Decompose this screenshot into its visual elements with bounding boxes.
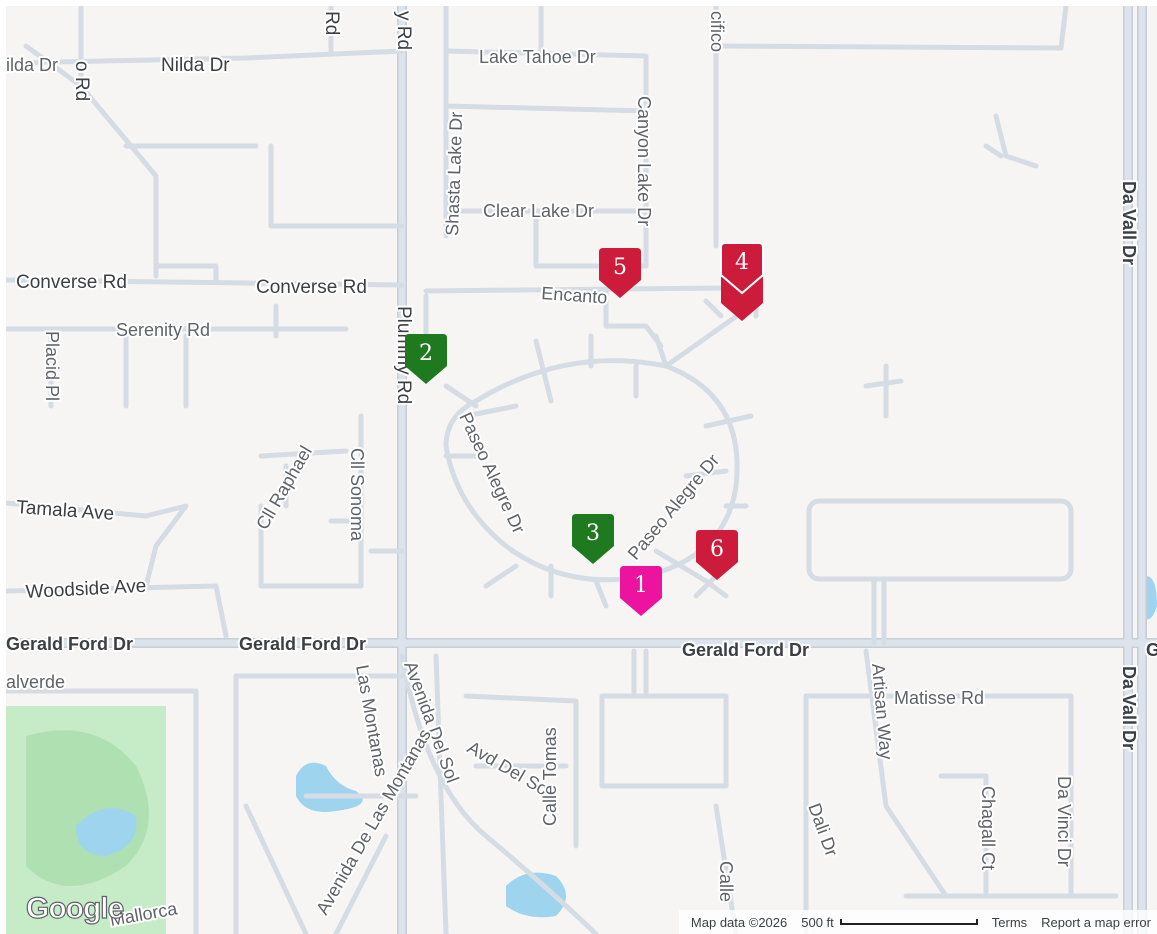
marker-pin-icon	[696, 530, 738, 580]
street-label: Cll Sonoma	[347, 448, 367, 542]
marker-pin-icon	[405, 334, 447, 384]
marker-pin-icon	[620, 566, 662, 616]
street-label: Calle	[716, 861, 736, 902]
street-label: y Rd	[393, 11, 414, 50]
terms-link[interactable]: Terms	[991, 914, 1028, 930]
pond-icon	[296, 762, 363, 812]
map-marker-5[interactable]: 5	[597, 248, 643, 300]
lake-icon	[76, 808, 137, 856]
marker-number: 1	[634, 573, 648, 598]
street-label: Nilda Dr	[161, 55, 230, 76]
map-canvas[interactable]: ilda Dr Nilda Dr o Rd Rd y Rd Lake Tahoe…	[6, 6, 1157, 934]
street-label: ilda Dr	[6, 55, 58, 75]
street-label: Serenity Rd	[116, 320, 210, 340]
map-marker-1[interactable]: 1	[618, 566, 664, 618]
street-label: Converse Rd	[16, 272, 127, 293]
street-label: Gerald Ford Dr	[6, 634, 133, 654]
map-data-attribution: Map data ©2026	[690, 914, 788, 930]
roads-major	[6, 6, 1157, 934]
map-marker-6[interactable]: 6	[694, 530, 740, 582]
marker-pin-icon	[572, 514, 614, 564]
scale-label: 500 ft	[801, 914, 834, 930]
map-marker-2[interactable]: 2	[403, 334, 449, 386]
map-marker-4[interactable]: 4	[719, 243, 765, 323]
street-label: Placid Pl	[42, 331, 62, 401]
street-label: o Rd	[71, 61, 92, 101]
street-label: Chagall Ct	[978, 786, 998, 870]
scale-bar	[839, 919, 978, 925]
attribution-bar: Map data ©2026 500 ft Terms Report a map…	[678, 910, 1157, 934]
map-marker-3[interactable]: 3	[570, 514, 616, 566]
street-label: Da Vinci Dr	[1054, 776, 1074, 867]
street-label: Canyon Lake Dr	[634, 96, 654, 226]
street-label: Da Vall Dr	[1119, 666, 1139, 750]
street-label: G	[1146, 640, 1157, 660]
marker-number: 5	[613, 255, 627, 280]
marker-pin-icon	[599, 248, 641, 298]
marker-number: 2	[419, 341, 433, 366]
street-label: alverde	[6, 672, 65, 692]
street-label: Da Vall Dr	[1119, 181, 1139, 265]
marker-number: 4	[735, 250, 749, 275]
map-base: ilda Dr Nilda Dr o Rd Rd y Rd Lake Tahoe…	[6, 6, 1157, 934]
marker-number: 3	[586, 521, 600, 546]
roads-minor	[6, 6, 1119, 934]
street-label: Calle Tomas	[540, 727, 560, 826]
street-label: Gerald Ford Dr	[239, 634, 366, 654]
street-label: Rd	[321, 11, 342, 35]
report-map-error-link[interactable]: Report a map error	[1041, 914, 1151, 930]
pond-icon	[506, 872, 566, 918]
street-label: Converse Rd	[256, 277, 367, 298]
street-label: cifico	[707, 11, 727, 52]
marker-pin-icon	[720, 243, 764, 321]
street-label: Clear Lake Dr	[483, 201, 594, 221]
google-logo[interactable]: Google	[25, 891, 125, 925]
street-label: Matisse Rd	[894, 688, 984, 708]
street-label: Lake Tahoe Dr	[479, 47, 596, 67]
street-label: Gerald Ford Dr	[682, 640, 809, 660]
marker-number: 6	[710, 537, 724, 562]
scale-control[interactable]: 500 ft	[801, 915, 978, 930]
